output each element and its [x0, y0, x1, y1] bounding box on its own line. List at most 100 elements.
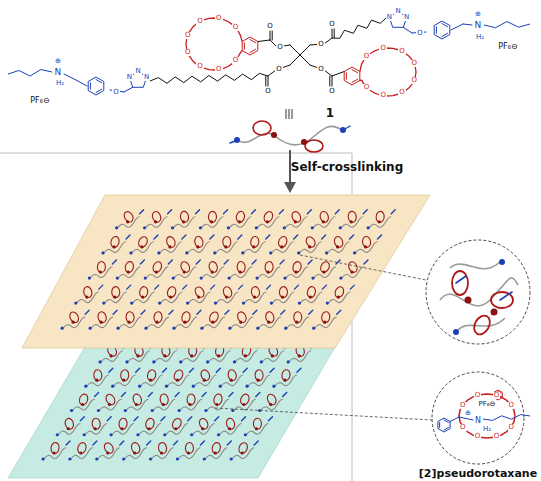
- chain-strand: [272, 242, 294, 253]
- ammonium-dot: [206, 360, 209, 363]
- structure-line: [161, 417, 165, 421]
- structure-line: [332, 29, 333, 38]
- structure-line: [279, 210, 283, 214]
- ammonium-dot: [68, 457, 71, 460]
- core-dot: [255, 427, 258, 430]
- crown-loop: [154, 311, 163, 323]
- crown-loop: [68, 311, 80, 324]
- ammonium-dot: [99, 360, 102, 363]
- structure-line: [183, 285, 187, 289]
- network-sheet: [8, 330, 345, 478]
- ammonium-dot: [311, 226, 314, 229]
- structure-line: [251, 210, 255, 214]
- ammonium-dot: [84, 385, 87, 388]
- structure-line: [244, 43, 245, 49]
- structure-line: [150, 73, 268, 83]
- crown-loop: [200, 369, 212, 382]
- structure-line: [272, 31, 273, 40]
- structure-line: [239, 285, 243, 289]
- network-pattern: [41, 344, 315, 461]
- structure-line: [364, 260, 368, 264]
- chain-strand: [262, 351, 284, 362]
- chain-strand: [369, 217, 391, 228]
- chain-strand: [85, 424, 107, 435]
- structure-line: [134, 417, 138, 421]
- crown-loop: [237, 441, 249, 454]
- core-dot: [308, 245, 311, 248]
- oxygen-atom: O: [266, 23, 274, 30]
- ammonium-dot: [125, 360, 128, 363]
- ammonium-dot: [89, 327, 92, 330]
- crown-loop: [187, 394, 195, 405]
- crown-loop: [290, 210, 302, 223]
- structure-line: [96, 80, 102, 83]
- core-dot: [252, 245, 255, 248]
- chain-strand: [146, 217, 168, 228]
- structure-line: [329, 76, 330, 86]
- crown-loop: [266, 393, 278, 406]
- structure-line: [196, 260, 200, 264]
- crown-loop: [76, 442, 87, 455]
- structure-line: [8, 70, 52, 77]
- chain-strand: [300, 292, 322, 303]
- ammonium-dot: [242, 302, 245, 305]
- structure-line: [362, 48, 416, 96]
- oxygen-atom: O: [196, 63, 204, 70]
- hydrogen-label: H₂: [475, 34, 485, 41]
- crown-loop: [103, 441, 115, 455]
- oxygen-atom: O: [508, 402, 516, 409]
- chain-strand: [341, 217, 363, 228]
- crown-loop: [333, 235, 344, 248]
- molecule-structure: [8, 11, 530, 96]
- structure-line: [202, 392, 206, 396]
- core-dot: [228, 427, 231, 430]
- core-dot: [169, 296, 172, 299]
- structure-line: [337, 310, 341, 314]
- structure-line: [290, 55, 300, 65]
- core-dot: [266, 220, 269, 223]
- structure-line: [238, 235, 242, 239]
- core-dot: [350, 220, 353, 223]
- triazole-nitrogen: N: [134, 68, 141, 75]
- chain-strand: [286, 267, 308, 278]
- structure-line: [483, 415, 530, 421]
- ammonium-dot: [298, 302, 301, 305]
- chain-strand: [166, 424, 188, 435]
- core-dot: [295, 321, 298, 324]
- crown-loop: [145, 417, 156, 430]
- ammonium-dot: [185, 251, 188, 254]
- ammonium-dot: [287, 360, 290, 363]
- chain-strand: [289, 351, 311, 362]
- ammonium-dot: [177, 409, 180, 412]
- chain-strand: [229, 217, 251, 228]
- chain-strand: [104, 242, 126, 253]
- structure-line: [334, 29, 335, 38]
- structure-line: [346, 73, 347, 79]
- ammonium-dot: [56, 433, 59, 436]
- structure-line: [95, 392, 99, 396]
- structure-line: [240, 51, 242, 53]
- triazole-nitrogen: N: [403, 14, 410, 21]
- structure-line: [124, 87, 133, 92]
- oxygen-atom: O: [363, 84, 371, 91]
- structure-line: [211, 285, 215, 289]
- crown-loop: [97, 311, 108, 324]
- structure-line: [324, 38, 332, 44]
- chain-strand: [161, 292, 183, 303]
- core-dot: [350, 270, 353, 273]
- structure-line: [196, 210, 200, 214]
- chain-strand: [146, 267, 168, 278]
- structure-line: [252, 260, 256, 264]
- structure-line: [140, 260, 144, 264]
- structure-line: [256, 392, 260, 396]
- core-dot: [67, 427, 70, 430]
- ammonium-dot: [124, 409, 127, 412]
- crown-loop: [263, 210, 275, 223]
- oxygen-atom: O: [459, 402, 467, 409]
- crown-loop: [64, 417, 75, 430]
- chain-strand: [155, 351, 177, 362]
- oxygen-atom: O: [184, 49, 192, 56]
- crown-loop: [227, 369, 237, 381]
- triazole-nitrogen: N: [386, 14, 393, 21]
